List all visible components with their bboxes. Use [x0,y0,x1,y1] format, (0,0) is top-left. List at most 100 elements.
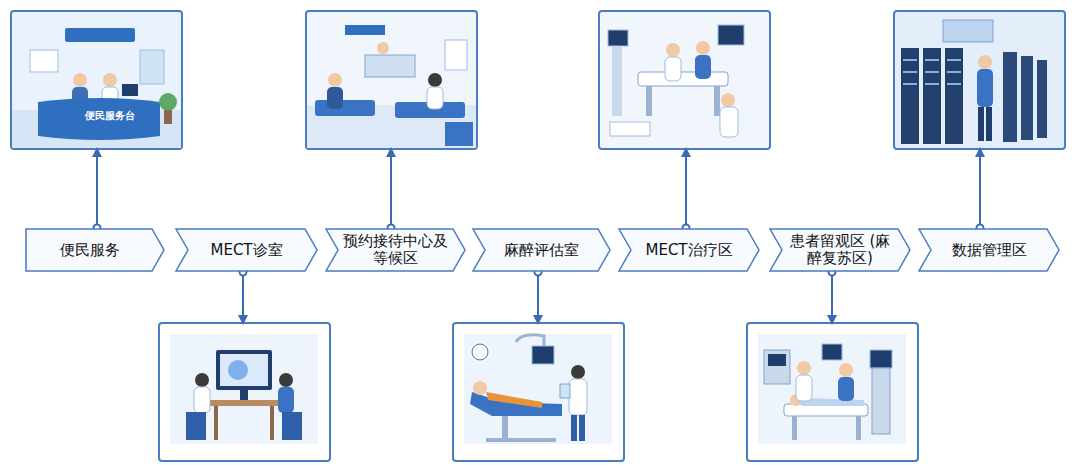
bed-leg [792,416,797,440]
monitor-stand [240,390,248,400]
station-name: 预约接待中心及 等候区 [340,233,451,267]
background [170,334,318,444]
chevron-shape [770,229,910,271]
person-head [428,73,442,87]
station-name: 便民服务 [60,242,120,259]
process-chevron: 麻醉评估室 [472,228,611,272]
server-rack [901,48,919,144]
chevron-text-box: 麻醉评估室 [472,228,611,272]
consultation-picture [159,323,330,461]
chevron-shape [473,229,610,271]
doctor-leg [579,415,585,441]
reclining-chair [470,392,562,416]
chevron-text-box: MECT诊室 [175,228,318,272]
equipment-stand [612,46,622,116]
leader-lines [94,152,984,320]
technician-leg [986,107,992,141]
data-center-picture [894,11,1065,149]
desk-sign: 便民服务台 [55,109,165,123]
picture-frame [599,11,770,149]
process-chevron: MECT治疗区 [618,228,760,272]
monitor-screen [220,354,268,386]
doctor-head [195,373,209,387]
picture-frame [747,323,918,461]
leader-line [242,274,244,320]
patient-head [473,381,487,395]
monitor [532,346,554,364]
doctor-body [569,379,587,415]
leader-line [390,152,392,226]
chevron-shape [619,229,759,271]
staff-body [720,107,738,137]
station-name: 麻醉评估室 [504,242,579,259]
patient-body [486,392,542,408]
doctor-body [838,377,854,401]
chair [282,412,302,440]
leader-line [685,152,687,226]
treatment-bed [638,72,728,86]
picture-frame [306,11,477,149]
picture-frame [894,11,1065,149]
reception-counter [365,55,415,77]
leader-line [979,152,981,226]
wall-sign [345,25,385,35]
desk-leg [214,406,218,440]
station-name: MECT诊室 [210,242,282,259]
chevron-shape [176,229,317,271]
leader-line [96,152,98,226]
chevron-text-box: 预约接待中心及 等候区 [325,228,466,272]
monitor [608,30,628,46]
leader-line [831,274,833,320]
staff-head [73,73,87,87]
waiting-area-picture [306,11,477,149]
person-body [327,87,343,109]
assessment-picture [453,323,624,461]
server-rack [1037,60,1047,138]
anesthesia-machine [764,350,790,384]
treatment-area-picture [599,11,770,149]
process-chevron: MECT诊室 [175,228,318,272]
nurse-body [695,55,711,79]
station-name: MECT治疗区 [645,242,732,259]
chair-base [502,416,508,438]
server-rack [923,48,941,144]
server-rack [1021,56,1033,140]
technician-leg [978,107,984,141]
doctor-body [194,387,210,413]
chevron-text-box: 患者留观区 (麻醉复苏区) [769,228,911,272]
chevron-shape [326,229,465,271]
recovery-area-picture [747,323,918,461]
desk-leg [270,406,274,440]
chevron-text-box: 数据管理区 [918,228,1060,272]
chair [186,412,206,440]
chevron-text-box: MECT治疗区 [618,228,760,272]
picture-frame [159,323,330,461]
chevron-shape [26,229,164,271]
process-chevron: 便民服务 [25,228,165,272]
service-desk-picture [11,11,182,149]
screen-icon [228,360,248,380]
monitor-arm [516,335,544,346]
window [140,50,164,84]
background [758,334,906,444]
chevron-text-box: 便民服务 [25,228,165,272]
wall-display [943,20,993,42]
cart [610,122,650,136]
nurse-head [696,41,710,55]
wall-sign [65,28,135,42]
leader-line [537,274,539,320]
background [464,334,612,444]
process-chevron: 预约接待中心及 等候区 [325,228,466,272]
person-head [328,73,342,87]
person-body [427,87,443,109]
server-rack [945,48,963,144]
staff-head [103,73,117,87]
bed-leg [856,416,861,440]
doctor-head [839,363,853,377]
computer-monitor [216,350,272,390]
monitor [718,25,744,45]
technician-head [978,55,992,69]
nurse-body [796,375,812,401]
chevron-shape [919,229,1059,271]
